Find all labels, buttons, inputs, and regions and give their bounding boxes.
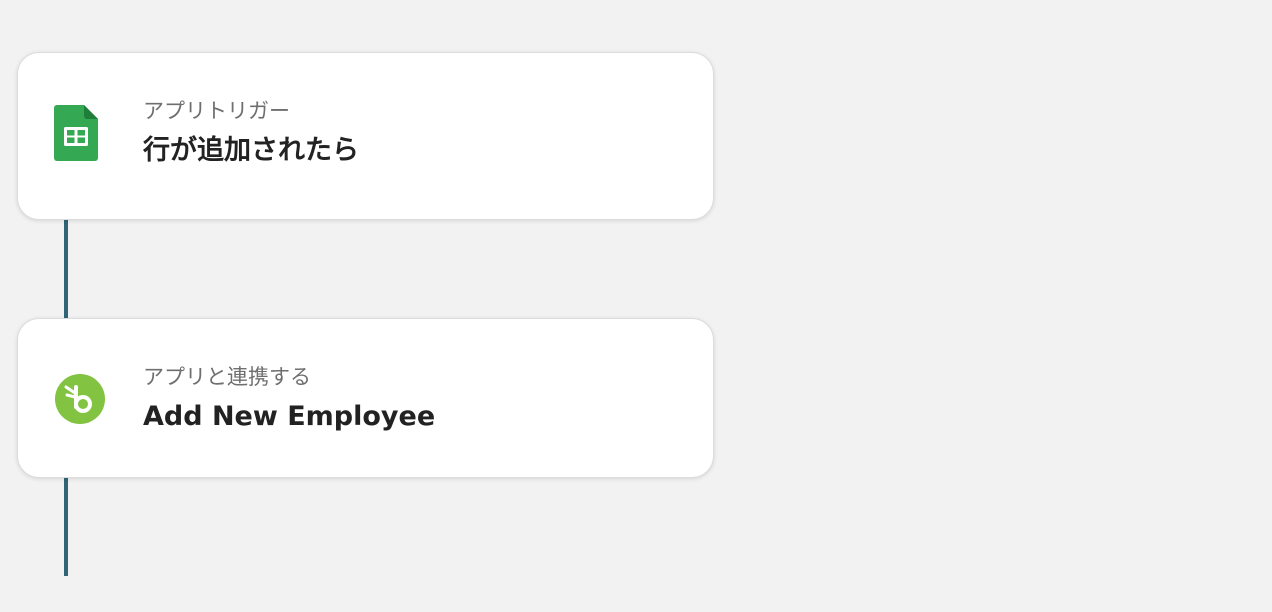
trigger-step-card[interactable]: アプリトリガー 行が追加されたら — [17, 52, 714, 220]
action-step-card[interactable]: アプリと連携する Add New Employee — [17, 318, 714, 478]
step-category-label: アプリと連携する — [143, 365, 311, 389]
google-sheets-icon — [54, 105, 98, 165]
step-title: 行が追加されたら — [143, 135, 359, 166]
flow-connector-line — [64, 220, 68, 320]
bamboohr-icon — [54, 373, 110, 433]
step-category-label: アプリトリガー — [143, 99, 290, 123]
step-title: Add New Employee — [143, 401, 436, 432]
flow-connector-line — [64, 478, 68, 576]
